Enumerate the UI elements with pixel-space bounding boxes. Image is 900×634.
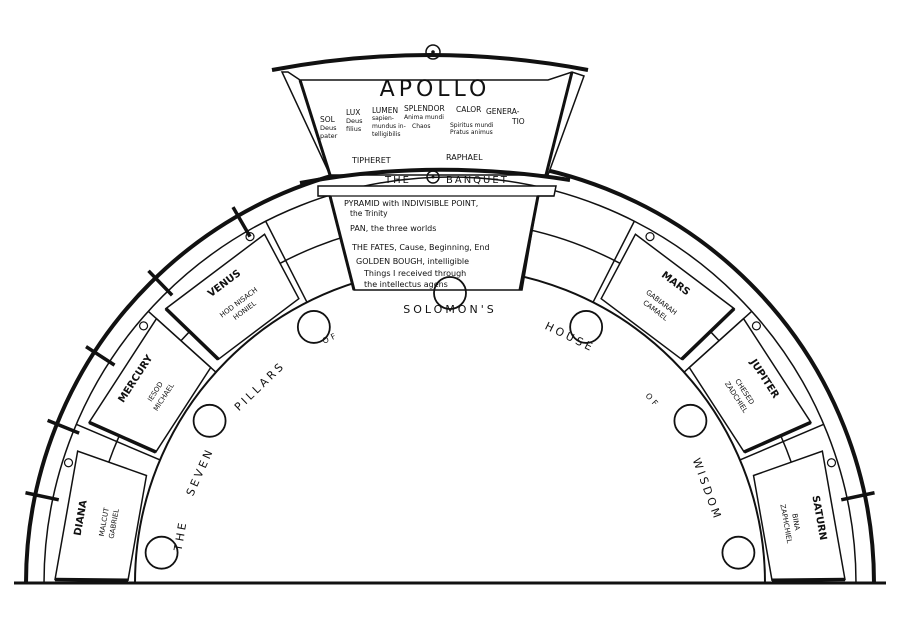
apollo-word: CALOR <box>456 105 481 114</box>
pillar-circle-icon <box>569 310 604 344</box>
apollo-word: Anima mundi <box>404 114 444 121</box>
apollo-word: GENERA- <box>486 107 520 116</box>
tier-divider <box>592 220 635 303</box>
pillar-circle-icon <box>673 403 708 438</box>
banquet-box: THE BANQUET PYRAMID with INDIVISIBLE POI… <box>299 167 571 291</box>
banquet-text-block: PYRAMID with INDIVISIBLE POINT, the Trin… <box>344 199 490 289</box>
banquet-cornice <box>299 167 571 185</box>
jupiter-icon <box>751 321 762 331</box>
outer-tick <box>25 491 60 502</box>
apollo-word: Spiritus mundi <box>450 122 494 129</box>
banquet-line: PAN, the three worlds <box>350 224 436 233</box>
banquet-title-right: BANQUET <box>446 175 509 186</box>
planet-frame <box>752 450 846 581</box>
inscription-word: OF <box>644 391 662 410</box>
apollo-word: SPLENDOR <box>404 104 445 113</box>
tier-divider <box>739 423 825 461</box>
inscription-word: PILLARS <box>232 359 288 414</box>
banquet-line: Things I received through <box>363 269 466 278</box>
inscription-word: SEVEN <box>184 446 217 498</box>
mars-icon <box>645 231 655 242</box>
apollo-word: mundus in- <box>372 123 406 130</box>
apollo-word: SOL <box>320 115 336 124</box>
apollo-word: pater <box>320 132 338 140</box>
apollo-word: filius <box>346 125 362 133</box>
banquet-line: PYRAMID with INDIVISIBLE POINT, <box>344 199 478 208</box>
planet-sephira: BINA <box>790 513 801 531</box>
outer-tick <box>840 491 875 502</box>
apollo-angel: RAPHAEL <box>446 153 483 162</box>
apollo-word: LUMEN <box>372 106 398 115</box>
tier-divider <box>75 423 161 461</box>
pillar-circle-icon <box>433 276 467 310</box>
seven-pillars <box>144 276 756 570</box>
inscription-word: THE <box>171 519 189 553</box>
apollo-text-block: SOL LUX LUMEN SPLENDOR CALOR GENERA- TIO… <box>320 104 525 165</box>
saturn-icon <box>826 458 837 468</box>
apollo-word: Deus <box>346 117 363 125</box>
outer-tick <box>231 206 252 238</box>
venus-icon <box>245 231 255 242</box>
apollo-word: Chaos <box>412 123 430 130</box>
outer-tick <box>85 345 116 367</box>
pillar-circle-icon <box>296 310 331 344</box>
banquet-line: the intellectus agens <box>364 280 448 289</box>
apollo-word: sapien- <box>372 115 394 122</box>
apollo-word: Deus <box>320 124 337 132</box>
apollo-sephira: TIPHERET <box>351 156 391 165</box>
pillar-circle-icon <box>144 535 179 570</box>
apollo-word: Pratus animus <box>450 129 493 136</box>
apollo-word: TIO <box>511 117 525 126</box>
outer-tick <box>46 418 80 435</box>
outer-tick <box>147 269 174 297</box>
outer-inner-arc <box>43 176 857 584</box>
banquet-line: the Trinity <box>350 209 388 218</box>
banquet-title-left: THE <box>384 175 411 186</box>
pillar-circle-icon <box>192 403 227 438</box>
mercury-icon <box>138 321 149 331</box>
apollo-box: APOLLO SOL LUX LUMEN SPLENDOR CALOR GENE… <box>271 44 589 176</box>
apollo-word: LUX <box>346 108 360 117</box>
apollo-word: telligibilis <box>372 131 400 138</box>
moon-icon <box>63 458 74 468</box>
pillar-circle-icon <box>721 535 756 570</box>
inscription-word: OF <box>321 330 340 346</box>
outer-ticks <box>25 206 875 502</box>
banquet-line: GOLDEN BOUGH, intelligible <box>356 257 469 266</box>
apollo-title: APOLLO <box>380 77 491 102</box>
tier-divider <box>265 220 308 303</box>
banquet-line: THE FATES, Cause, Beginning, End <box>351 243 490 252</box>
inscription-word: WISDOM <box>690 456 725 522</box>
sun-icon <box>425 44 441 60</box>
sun-icon <box>426 170 440 184</box>
apollo-cornice <box>271 53 589 72</box>
